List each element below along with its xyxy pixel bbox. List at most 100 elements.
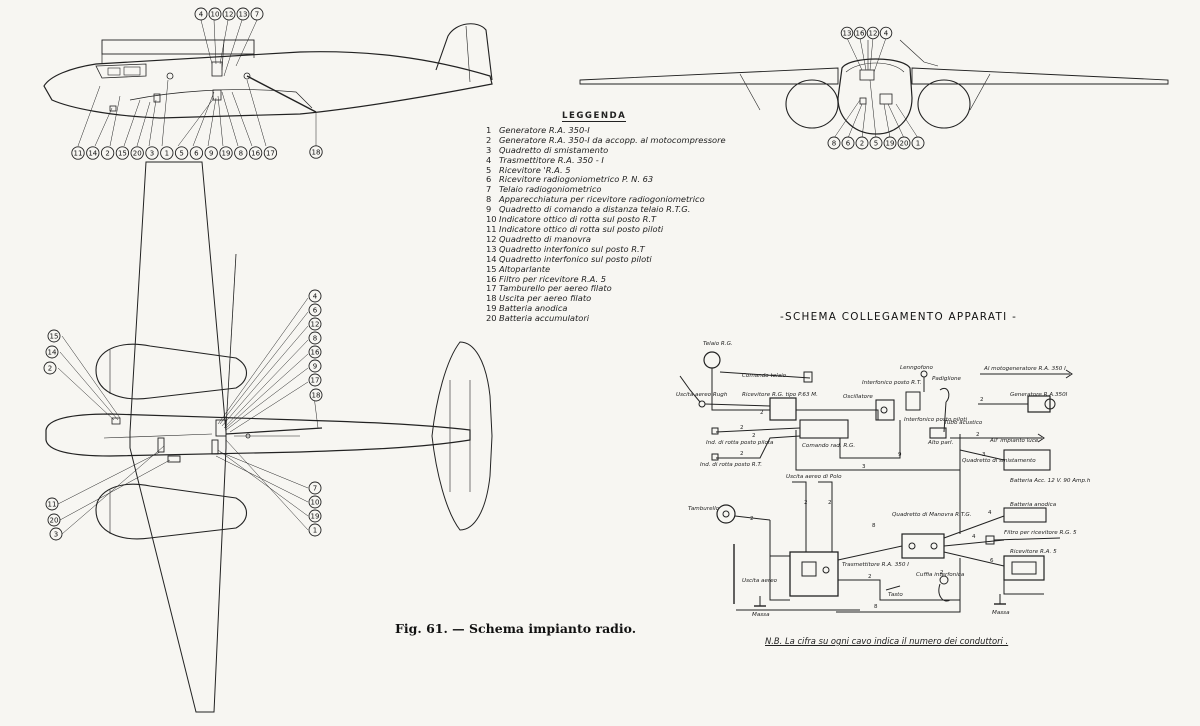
callout-circle bbox=[308, 359, 322, 373]
callout-circle bbox=[250, 7, 264, 21]
legend-item-number: 18 bbox=[486, 293, 497, 304]
callout-circle bbox=[841, 136, 855, 150]
label-alto-parl: Alto parl. bbox=[927, 440, 954, 446]
wire-count: 2 bbox=[752, 433, 756, 439]
callout-circle bbox=[45, 345, 59, 359]
legend-item-text: Trasmettitore R.A. 350 - I bbox=[499, 154, 604, 165]
legend-item-text: Quadretto di manovra bbox=[499, 233, 591, 244]
wire-count: 2 bbox=[750, 516, 754, 522]
legend-item-text: Apparecchiatura per ricevitore radiogoni… bbox=[499, 194, 705, 205]
legend-item-number: 7 bbox=[486, 184, 492, 195]
callout-number: 20 bbox=[50, 516, 59, 524]
callout-circle bbox=[115, 146, 130, 160]
callout-front_top-13: 13 bbox=[840, 26, 854, 40]
callout-number: 6 bbox=[846, 139, 851, 147]
label-ind-rotta-pilota: Ind. di rotta posto pilota bbox=[706, 440, 774, 446]
legend-item-text: Ricevitore 'R.A. 5 bbox=[499, 164, 571, 175]
callout-number: 2 bbox=[860, 139, 864, 147]
callout-circle bbox=[879, 26, 893, 40]
legend-item-number: 16 bbox=[486, 273, 497, 284]
wire-count: 8 bbox=[874, 604, 878, 610]
legend-item-number: 8 bbox=[486, 194, 492, 205]
callout-plan_right-8: 8 bbox=[308, 331, 322, 345]
callout-circle bbox=[219, 146, 233, 160]
callout-circle bbox=[840, 26, 854, 40]
callout-plan_right-17: 17 bbox=[308, 373, 322, 387]
wire-count: 2 bbox=[740, 425, 744, 431]
callout-circle bbox=[100, 146, 115, 160]
callout-plan_left-2: 2 bbox=[43, 361, 57, 375]
callout-number: 8 bbox=[239, 149, 243, 157]
callout-number: 16 bbox=[856, 29, 865, 37]
callout-circle bbox=[47, 329, 61, 343]
callout-circle bbox=[855, 136, 869, 150]
callout-circle bbox=[308, 345, 322, 359]
callout-number: 15 bbox=[118, 149, 127, 157]
callout-number: 10 bbox=[311, 498, 320, 506]
callout-front_top-12: 12 bbox=[866, 26, 880, 40]
callout-number: 6 bbox=[194, 149, 199, 157]
wire-count: 4 bbox=[988, 510, 992, 516]
callout-circle bbox=[308, 509, 322, 523]
callout-plan_right-19: 19 bbox=[308, 509, 322, 523]
callout-side_bottom-9: 9 bbox=[204, 146, 218, 160]
label-al-motogeneratore: Al motogeneratore R.A. 350 I bbox=[983, 366, 1066, 372]
callout-number: 7 bbox=[313, 484, 317, 492]
label-filtro-rg5: Filtro per ricevitore R.G. 5 bbox=[1004, 530, 1077, 536]
callout-plan_left-20: 20 bbox=[47, 513, 61, 527]
legend-item-number: 11 bbox=[486, 223, 497, 234]
callout-number: 10 bbox=[211, 10, 220, 18]
callout-circle bbox=[308, 331, 322, 345]
label-quadretto-manovra: Quadretto di Manovra R.T.G. bbox=[892, 512, 972, 518]
wire-count: 2 bbox=[976, 432, 980, 438]
callout-plan_left-15: 15 bbox=[47, 329, 61, 343]
callout-number: 2 bbox=[48, 364, 52, 372]
label-comando-telaio: Comando telaio bbox=[742, 373, 787, 379]
legend-item-number: 6 bbox=[486, 174, 492, 185]
callout-side_top-13: 13 bbox=[236, 7, 250, 21]
callout-circle bbox=[234, 146, 248, 160]
figure-caption: Fig. 61. — Schema impianto radio. bbox=[395, 621, 637, 636]
callout-number: 12 bbox=[225, 10, 234, 18]
legend-item-text: Generatore R.A. 350-I bbox=[499, 124, 590, 135]
callout-number: 14 bbox=[48, 348, 57, 356]
label-cuffia: Cuffia interfonica bbox=[916, 572, 965, 578]
legend-item-number: 1 bbox=[486, 124, 492, 135]
callout-side_top-12: 12 bbox=[222, 7, 236, 21]
callout-side_bottom-17: 17 bbox=[263, 146, 278, 160]
legend-item-text: Quadretto di comando a distanza telaio R… bbox=[499, 204, 691, 215]
plan-view-aircraft bbox=[45, 161, 493, 713]
legend-item-number: 14 bbox=[486, 253, 497, 264]
callout-number: 3 bbox=[150, 149, 154, 157]
wire-count: 6 bbox=[990, 558, 994, 564]
callout-plan_right-10: 10 bbox=[308, 495, 322, 509]
legend-item-text: Generatore R.A. 350-I da accopp. al moto… bbox=[499, 134, 726, 145]
callout-number: 7 bbox=[255, 10, 259, 18]
legend-item-number: 17 bbox=[486, 283, 497, 294]
callout-side_bottom-14: 14 bbox=[86, 146, 100, 160]
wire-count: 2 bbox=[760, 410, 764, 416]
wire-count: 3 bbox=[862, 464, 866, 470]
legend-item-number: 9 bbox=[486, 204, 492, 215]
legend-item: 8 Apparecchiatura per ricevitore radiogon… bbox=[486, 194, 726, 205]
schema-note: N.B. La cifra su ogni cavo indica il num… bbox=[765, 636, 1009, 646]
callout-number: 1 bbox=[916, 139, 920, 147]
callout-number: 4 bbox=[884, 29, 889, 37]
callout-number: 20 bbox=[133, 149, 142, 157]
callout-plan_right-7: 7 bbox=[308, 481, 322, 495]
callout-side_bottom-18: 18 bbox=[309, 145, 323, 159]
callout-plan_right-1: 1 bbox=[308, 523, 322, 537]
callout-circle bbox=[49, 527, 63, 541]
label-lenngofono: Lenngofono bbox=[900, 365, 934, 371]
callout-circle bbox=[160, 146, 174, 160]
